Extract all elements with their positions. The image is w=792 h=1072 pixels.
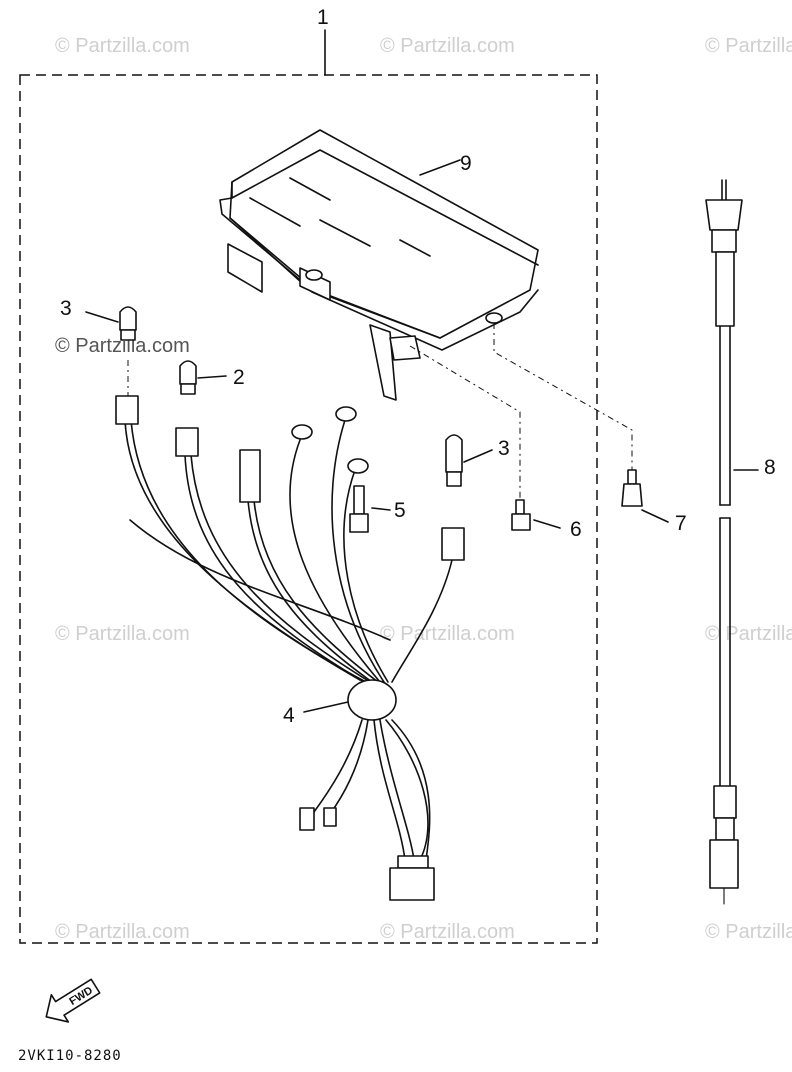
bulb-parts bbox=[85, 306, 493, 487]
callouts: 1 9 3 2 3 5 6 7 8 4 bbox=[60, 6, 776, 727]
fwd-arrow: FWD bbox=[45, 978, 101, 1023]
callout-1: 1 bbox=[317, 6, 329, 29]
callout-5: 5 bbox=[394, 499, 406, 522]
speedometer-cable bbox=[705, 179, 759, 905]
watermark: © Partzilla.com bbox=[380, 35, 515, 57]
callout-leader bbox=[533, 519, 561, 529]
watermark: © Partzilla.com bbox=[705, 921, 792, 943]
watermark: © Partzilla.com bbox=[55, 623, 190, 645]
callout-3b: 3 bbox=[498, 437, 510, 460]
watermark: © Partzilla.com bbox=[55, 35, 190, 57]
watermark: © Partzilla.com bbox=[380, 921, 515, 943]
fwd-arrow-icon bbox=[45, 978, 101, 1023]
callout-8: 8 bbox=[764, 456, 776, 479]
watermarks: © Partzilla.com © Partzilla.com © Partzi… bbox=[55, 35, 792, 943]
callout-7: 7 bbox=[675, 512, 687, 535]
wire-harness bbox=[115, 395, 465, 901]
meter-assembly bbox=[219, 129, 539, 401]
diagram-code: 2VKI10-8280 bbox=[18, 1048, 122, 1064]
callout-4: 4 bbox=[283, 704, 295, 727]
watermark: © Partzilla.com bbox=[705, 35, 792, 57]
watermark: © Partzilla.com bbox=[705, 623, 792, 645]
callout-3: 3 bbox=[60, 297, 72, 320]
assembly-boundary bbox=[19, 74, 598, 944]
callout-6: 6 bbox=[570, 518, 582, 541]
watermark: © Partzilla.com bbox=[55, 921, 190, 943]
callout-9: 9 bbox=[460, 152, 472, 175]
screw-parts bbox=[349, 469, 669, 533]
callout-leader bbox=[197, 375, 227, 379]
watermark-dark: © Partzilla.com bbox=[55, 335, 190, 357]
callout-leader bbox=[463, 449, 493, 463]
callout-leader bbox=[303, 701, 349, 713]
callout-leader bbox=[371, 507, 391, 511]
callout-2: 2 bbox=[233, 366, 245, 389]
callout-leader bbox=[419, 159, 461, 176]
watermark: © Partzilla.com bbox=[380, 623, 515, 645]
callout-leader bbox=[641, 509, 669, 523]
callout-leader bbox=[85, 311, 119, 323]
